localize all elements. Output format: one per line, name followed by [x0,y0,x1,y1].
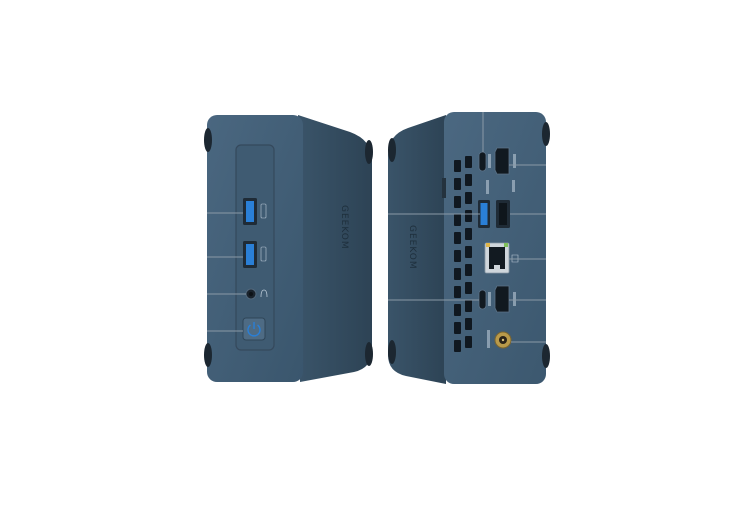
rubber-foot [204,128,212,152]
headphone-icon [260,289,268,298]
usb-c-icon [488,154,491,168]
usb-ss-icon [260,246,267,262]
rubber-foot [388,340,396,364]
vent-grille [454,156,472,352]
lan-icon [511,254,519,263]
power-icon [247,324,261,337]
usb-3-port[interactable] [478,200,490,228]
usb-c-icon [488,292,491,306]
usb-ss-icon [486,180,489,194]
rubber-foot [204,343,212,367]
rubber-foot [365,140,373,164]
usb-c-port[interactable] [478,151,487,172]
leader-lines [207,212,246,332]
rubber-foot [388,138,396,162]
side-face [388,115,446,384]
security-slot [442,178,446,198]
usb-3-port[interactable] [243,241,257,268]
dc-in-port[interactable] [494,331,512,349]
side-face [298,115,372,382]
power-button[interactable] [242,317,266,341]
usb-c-port[interactable] [478,289,487,310]
brand-text: GEEKOM [339,205,349,250]
usb-2-port[interactable] [496,200,510,228]
hdmi-icon [513,154,516,168]
front-view-unit: GEEKOM [204,115,373,382]
dc-in-icon [487,330,490,348]
hdmi-port[interactable] [494,285,510,313]
ethernet-port[interactable] [484,242,510,274]
usb-ss-icon [260,203,267,219]
hdmi-port[interactable] [494,147,510,175]
usb-3-port[interactable] [243,198,257,225]
rubber-foot [365,342,373,366]
rear-view-unit: GEEKOM [388,112,550,384]
rubber-foot [542,344,550,368]
brand-text: GEEKOM [407,225,417,270]
hdmi-icon [513,292,516,306]
rubber-foot [542,122,550,146]
leader-lines [388,112,546,343]
audio-jack[interactable] [245,288,257,300]
usb-icon [512,180,515,192]
